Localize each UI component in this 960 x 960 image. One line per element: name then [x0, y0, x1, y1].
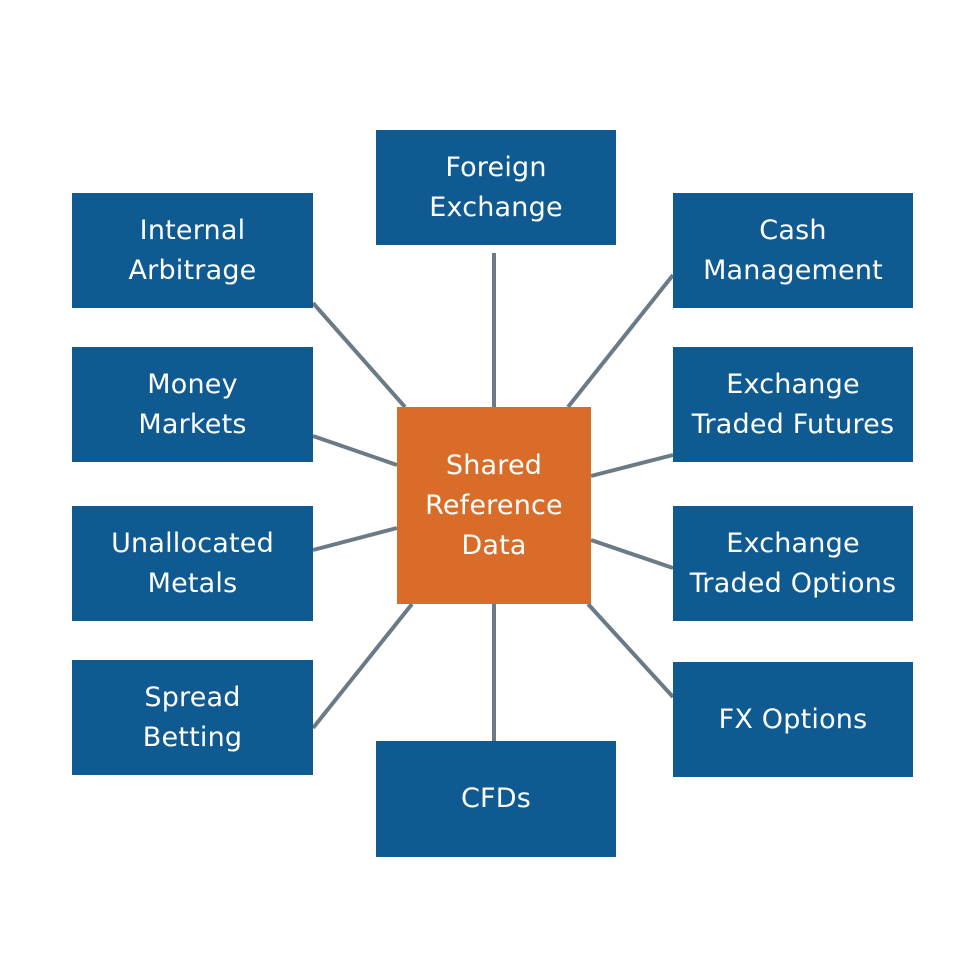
node-internal-arbitrage-line-2: Arbitrage [128, 254, 257, 286]
node-unallocated-metals-line-2: Metals [147, 567, 238, 599]
connector-exchange-traded-futures [590, 453, 674, 478]
node-unallocated-metals-line-1: Unallocated [111, 527, 274, 559]
node-shared-reference-data: Shared Reference Data [397, 407, 591, 604]
node-cash-management-line-2: Management [703, 254, 883, 286]
node-foreign-exchange-line-1: Foreign [445, 151, 547, 183]
node-exchange-traded-futures-line-1: Exchange [726, 368, 860, 400]
node-exchange-traded-futures: Exchange Traded Futures [673, 347, 913, 462]
node-exchange-traded-options: Exchange Traded Options [673, 506, 913, 621]
node-cash-management-line-1: Cash [759, 214, 827, 246]
connector-spread-betting [311, 602, 414, 730]
node-money-markets-line-2: Markets [138, 408, 247, 440]
node-cfds-line-1: CFDs [460, 783, 532, 814]
node-foreign-exchange: Foreign Exchange [376, 130, 616, 245]
connector-exchange-traded-options [590, 538, 674, 570]
node-exchange-traded-futures-line-2: Traded Futures [691, 408, 895, 440]
node-money-markets-line-1: Money [147, 368, 238, 400]
node-cash-management: Cash Management [673, 193, 913, 308]
node-spread-betting: Spread Betting [72, 660, 313, 775]
hub-line-3: Data [461, 529, 527, 561]
connector-money-markets [312, 434, 398, 467]
connector-unallocated-metals [312, 526, 398, 552]
node-money-markets: Money Markets [72, 347, 313, 462]
connector-cash-management [566, 273, 675, 409]
connector-internal-arbitrage [311, 301, 407, 409]
node-internal-arbitrage-line-1: Internal [139, 214, 246, 246]
node-cfds: CFDs [376, 741, 616, 857]
node-spread-betting-line-1: Spread [144, 681, 241, 713]
node-fx-options-line-1: FX Options [718, 703, 868, 735]
node-unallocated-metals: Unallocated Metals [72, 506, 313, 621]
node-fx-options: FX Options [673, 662, 913, 777]
node-foreign-exchange-line-2: Exchange [429, 191, 563, 223]
hub-line-2: Reference [425, 489, 563, 521]
hub-line-1: Shared [445, 449, 543, 481]
node-internal-arbitrage: Internal Arbitrage [72, 193, 313, 308]
node-exchange-traded-options-line-1: Exchange [726, 527, 860, 559]
node-exchange-traded-options-line-2: Traded Options [689, 567, 897, 599]
connector-fx-options [586, 602, 675, 699]
node-spread-betting-line-2: Betting [142, 721, 243, 753]
